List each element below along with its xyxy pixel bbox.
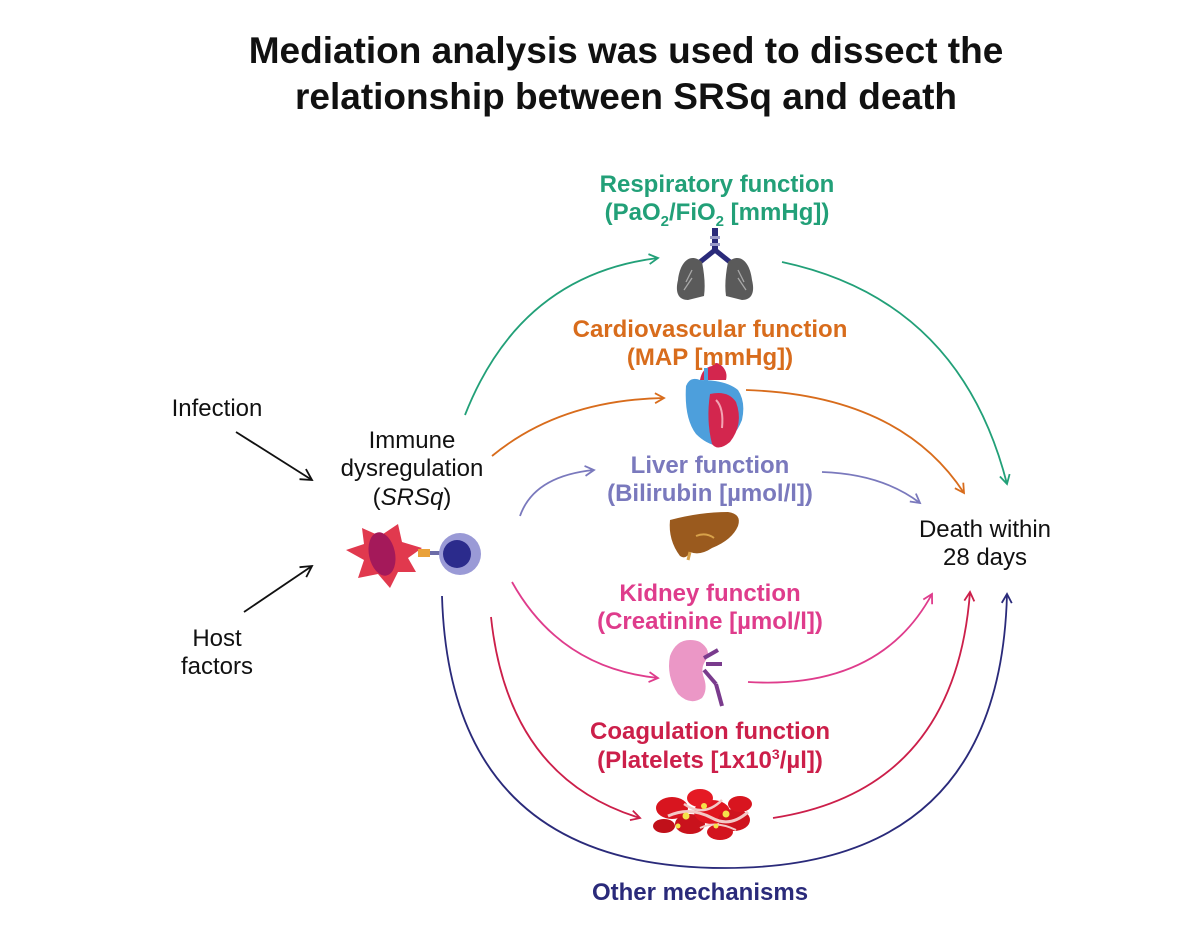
respiratory-measure-part-1: (PaO	[604, 199, 661, 227]
lungs-icon	[676, 228, 754, 300]
liver-to-death-arrow	[821, 471, 922, 505]
respiratory-subscript-2: 2	[715, 213, 725, 231]
coagulation-measure-part-1: (Platelets [1x10	[597, 747, 772, 775]
coagulation-superscript: 3	[771, 746, 780, 763]
infection-label: Infection	[171, 395, 263, 422]
cardiovascular-to-death-arrow	[745, 389, 966, 495]
coagulation-label: Coagulation function (Platelets [1x103/µ…	[520, 718, 900, 776]
kidney-measure: (Creatinine [µmol/l])	[597, 608, 823, 636]
direct-path-arrow	[441, 592, 1013, 869]
exposure-paren-open: (	[372, 483, 381, 511]
respiratory-measure-part-2: /FiO	[669, 199, 716, 227]
cardiovascular-name: Cardiovascular function	[572, 316, 848, 343]
exposure-to-respiratory-arrow	[464, 253, 660, 416]
respiratory-measure-part-3: [mmHg])	[724, 199, 830, 227]
exposure-label: Immune dysregulation (SRSq)	[322, 427, 502, 512]
kidney-label: Kidney function (Creatinine [µmol/l])	[540, 580, 880, 637]
liver-icon	[669, 512, 739, 561]
cardiovascular-measure: (MAP [mmHg])	[626, 344, 794, 372]
figure-title: Mediation analysis was used to dissect t…	[0, 28, 1200, 120]
host-factors-line-2: factors	[180, 653, 254, 681]
coagulation-to-death-arrow	[772, 590, 976, 819]
exposure-line-1: Immune	[368, 427, 456, 454]
liver-measure: (Bilirubin [µmol/l])	[607, 480, 813, 508]
kidney-to-death-arrow	[747, 592, 934, 684]
respiratory-measure: (PaO2/FiO2 [mmHg])	[517, 199, 917, 230]
exposure-paren-close: )	[443, 483, 452, 511]
heart-icon	[685, 363, 744, 448]
outcome-line-2: 28 days	[942, 544, 1028, 572]
infection-arrow	[235, 431, 314, 482]
title-line-1: Mediation analysis was used to dissect t…	[248, 30, 1004, 71]
liver-label: Liver function (Bilirubin [µmol/l])	[560, 452, 860, 509]
exposure-to-liver-arrow	[519, 465, 596, 517]
respiratory-subscript-1: 2	[660, 213, 669, 231]
exposure-line-3: (SRSq)	[322, 484, 502, 512]
outcome-line-1: Death within	[918, 516, 1052, 543]
title-line-2: relationship between SRSq and death	[295, 75, 957, 117]
immune-cell-interaction-icon	[346, 524, 481, 588]
other-mechanisms-label: Other mechanisms	[591, 879, 809, 906]
outcome-label: Death within 28 days	[890, 516, 1080, 573]
exposure-to-cardiovascular-arrow	[491, 392, 666, 457]
coagulation-measure-part-2: /µl])	[779, 747, 823, 775]
exposure-to-kidney-arrow	[511, 581, 660, 683]
host-factors-line-1: Host	[192, 625, 242, 652]
host-factors-arrow	[243, 564, 314, 613]
respiratory-label: Respiratory function (PaO2/FiO2 [mmHg])	[517, 171, 917, 231]
coagulation-name: Coagulation function	[590, 718, 830, 745]
exposure-line-2: dysregulation	[340, 455, 484, 483]
liver-name: Liver function	[630, 452, 790, 479]
cardiovascular-label: Cardiovascular function (MAP [mmHg])	[510, 316, 910, 373]
host-factors-label: Host factors	[152, 625, 282, 682]
kidney-icon	[669, 640, 724, 707]
respiratory-to-death-arrow	[781, 261, 1011, 486]
exposure-italic-srsq: SRSq	[380, 483, 444, 511]
coagulation-measure: (Platelets [1x103/µl])	[520, 746, 900, 775]
blood-clot-icon	[653, 789, 752, 840]
respiratory-name: Respiratory function	[599, 171, 835, 198]
exposure-to-coagulation-arrow	[490, 616, 642, 822]
kidney-name: Kidney function	[619, 580, 801, 607]
